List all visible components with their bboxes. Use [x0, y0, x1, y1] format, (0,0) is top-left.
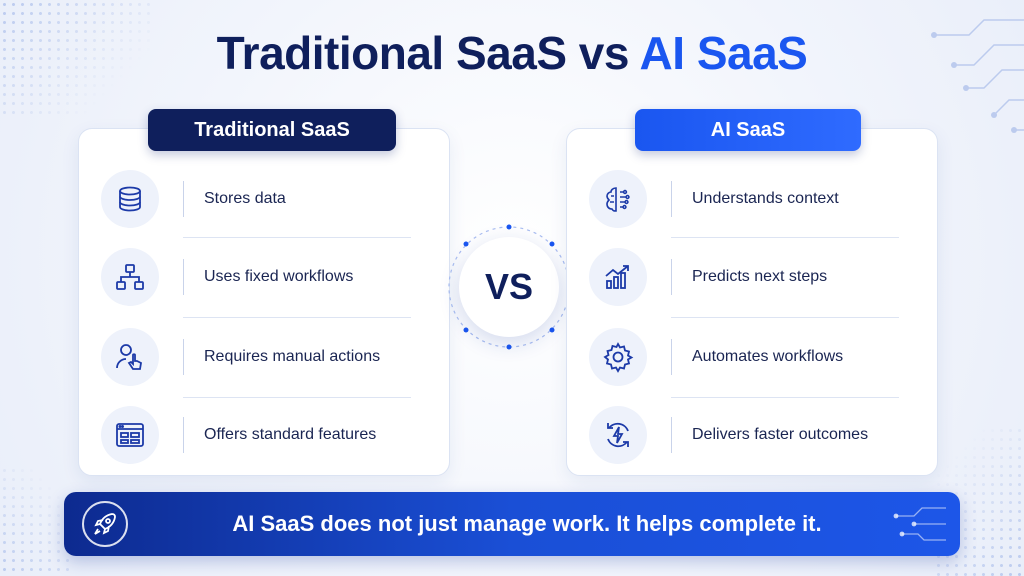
- vs-label: VS: [459, 237, 559, 337]
- database-icon: [101, 170, 159, 228]
- row-label: Understands context: [692, 190, 839, 207]
- ai-brain-icon: [589, 170, 647, 228]
- footer-banner: AI SaaS does not just manage work. It he…: [64, 492, 960, 556]
- row-label: Uses fixed workflows: [204, 268, 354, 285]
- row-separator: [183, 397, 411, 398]
- banner-text: AI SaaS does not just manage work. It he…: [232, 511, 822, 536]
- vs-badge: VS: [444, 222, 574, 352]
- row-separator: [671, 237, 899, 238]
- workflow-icon: [101, 248, 159, 306]
- row-divider: [671, 259, 672, 295]
- row-divider: [671, 181, 672, 217]
- traditional-saas-panel: Stores data Uses fixed workflows Require…: [78, 128, 450, 476]
- row-label: Offers standard features: [204, 426, 377, 443]
- row-separator: [183, 237, 411, 238]
- traditional-saas-tab: Traditional SaaS: [148, 109, 396, 151]
- circuit-decoration-icon: [931, 19, 1024, 133]
- row-label: Predicts next steps: [692, 268, 828, 285]
- row-divider: [183, 259, 184, 295]
- window-layout-icon: [101, 406, 159, 464]
- row-divider: [183, 417, 184, 453]
- row-label: Delivers faster outcomes: [692, 426, 869, 443]
- user-click-icon: [101, 328, 159, 386]
- row-divider: [671, 339, 672, 375]
- list-item: Understands context: [567, 159, 937, 239]
- row-divider: [183, 181, 184, 217]
- ai-saas-panel: Understands context Predicts next steps …: [566, 128, 938, 476]
- row-separator: [671, 397, 899, 398]
- growth-chart-icon: [589, 248, 647, 306]
- ai-saas-tab: AI SaaS: [635, 109, 861, 151]
- dot-pattern-bottom-left: [0, 466, 70, 576]
- list-item: Requires manual actions: [79, 317, 449, 397]
- list-item: Predicts next steps: [567, 237, 937, 317]
- rocket-icon: [82, 501, 128, 547]
- gear-icon: [589, 328, 647, 386]
- row-label: Automates workflows: [692, 348, 844, 365]
- banner-circuit-icon: [893, 507, 946, 541]
- row-label: Requires manual actions: [204, 348, 381, 365]
- row-divider: [671, 417, 672, 453]
- row-separator: [671, 317, 899, 318]
- page-title-accent: AI SaaS: [639, 27, 808, 79]
- row-divider: [183, 339, 184, 375]
- lightning-cycle-icon: [589, 406, 647, 464]
- row-separator: [183, 317, 411, 318]
- list-item: Uses fixed workflows: [79, 237, 449, 317]
- list-item: Stores data: [79, 159, 449, 239]
- list-item: Delivers faster outcomes: [567, 395, 937, 475]
- row-label: Stores data: [204, 190, 286, 207]
- list-item: Offers standard features: [79, 395, 449, 475]
- list-item: Automates workflows: [567, 317, 937, 397]
- page-title: Traditional SaaS vs AI SaaS: [216, 27, 808, 79]
